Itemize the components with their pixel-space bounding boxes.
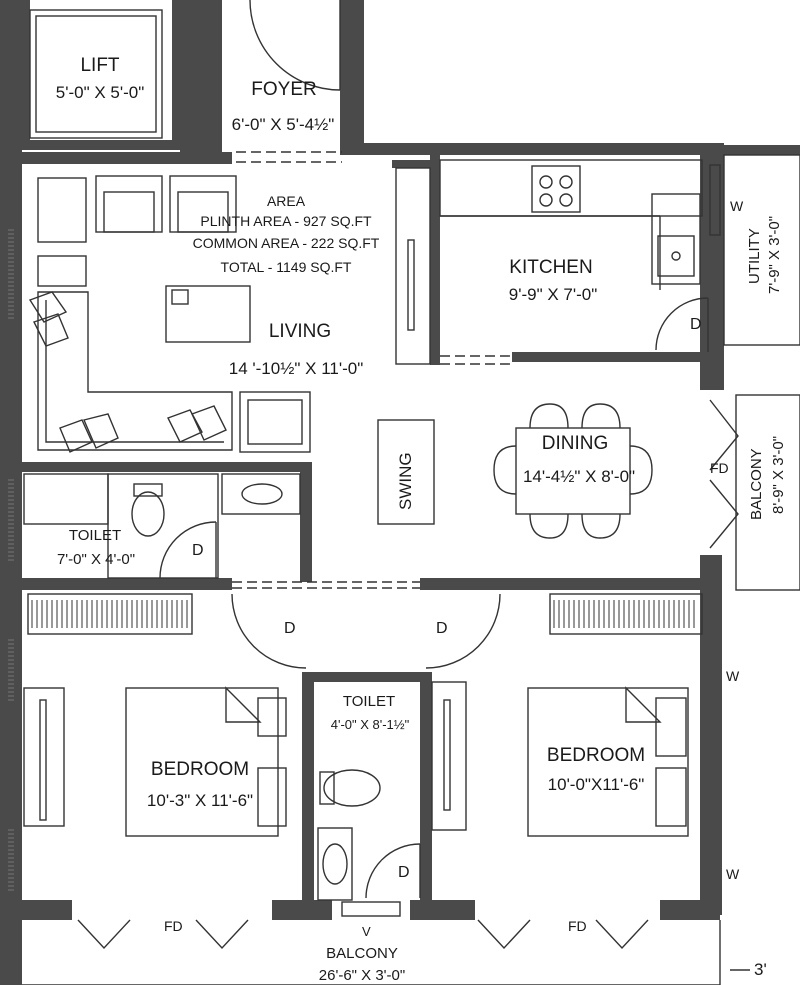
living-label: LIVING [268, 321, 332, 342]
balcony-bottom-size: 26'-6" X 3'-0" [318, 967, 406, 984]
fd-dining: FD [710, 460, 729, 476]
living-size: 14 '-10½" X 11'-0" [228, 359, 364, 378]
total-area: TOTAL - 1149 SQ.FT [220, 259, 352, 275]
window-utility: W [730, 198, 744, 214]
window-bedroom-top: W [726, 668, 740, 684]
swing-label: SWING [396, 452, 415, 510]
foyer-label: FOYER [251, 79, 317, 100]
window-bedroom-bottom: W [726, 866, 740, 882]
door-kitchen: D [690, 316, 702, 333]
edge-dimension: 3' [754, 960, 767, 979]
utility-label: UTILITY [746, 228, 763, 284]
bedroom-right-label: BEDROOM [546, 745, 646, 766]
wardrobe-hatching [31, 600, 695, 628]
dining-label: DINING [541, 433, 609, 454]
foyer-size: 6'-0" X 5'-4½" [231, 115, 335, 134]
balcony-side-size: 8'-9" X 3'-0" [770, 435, 787, 514]
toilet2-size: 4'-0" X 8'-1½" [330, 717, 410, 732]
bedroom-right-size: 10'-0"X11'-6" [547, 775, 645, 794]
kitchen-size: 9'-9" X 7'-0" [508, 285, 598, 304]
dining-size: 14'-4½" X 8'-0" [522, 467, 636, 486]
toilet2-label: TOILET [342, 693, 396, 710]
lift-size: 5'-0" X 5'-0" [55, 83, 145, 102]
toilet1-size: 7'-0" X 4'-0" [56, 551, 136, 568]
kitchen-label: KITCHEN [509, 257, 593, 278]
area-title: AREA [266, 193, 306, 209]
bedroom-left-label: BEDROOM [150, 759, 250, 780]
fd-bottom-left: FD [164, 918, 183, 934]
toilet1-label: TOILET [68, 527, 122, 544]
door-toilet1: D [192, 542, 204, 559]
utility-size: 7'-9" X 3'-0" [766, 215, 783, 294]
plinth-area: PLINTH AREA - 927 SQ.FT [200, 213, 372, 229]
lift-label: LIFT [80, 55, 120, 76]
fixtures [22, 0, 800, 985]
door-bedroom-right: D [436, 620, 448, 637]
balcony-bottom-label: BALCONY [326, 945, 398, 962]
window-ticks [8, 229, 14, 891]
door-toilet2: D [398, 864, 410, 881]
ventilator-label: V [362, 924, 371, 939]
door-bedroom-left: D [284, 620, 296, 637]
fd-bottom-right: FD [568, 918, 587, 934]
balcony-side-label: BALCONY [748, 448, 765, 520]
common-area: COMMON AREA - 222 SQ.FT [192, 235, 380, 251]
bedroom-left-size: 10'-3" X 11'-6" [146, 791, 254, 810]
